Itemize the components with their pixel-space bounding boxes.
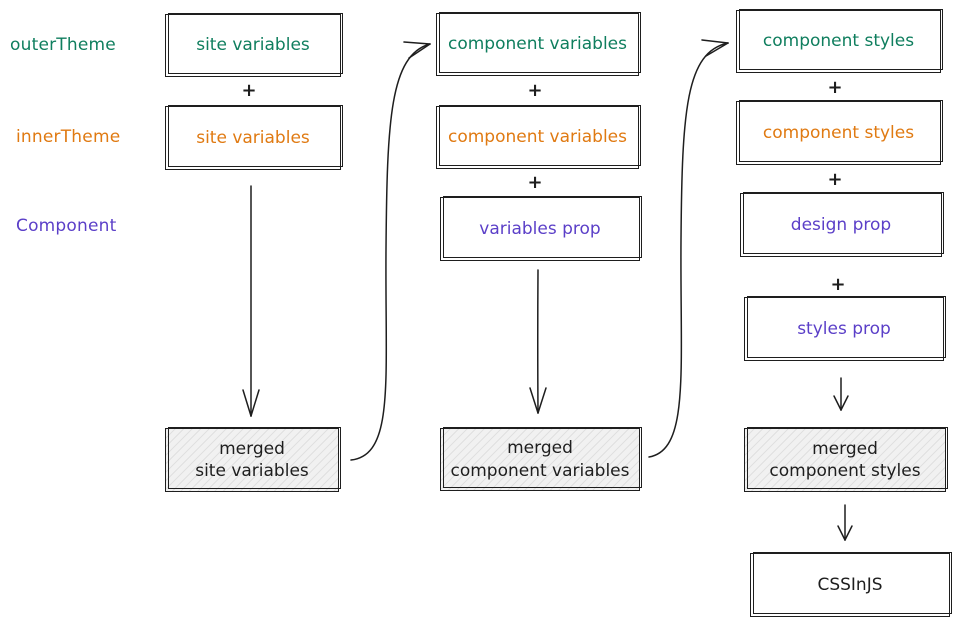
down-arrow [529, 269, 547, 414]
styles-prop-box: styles prop [744, 296, 946, 361]
merged-site-variables-text: merged site variables [195, 438, 309, 481]
design-prop-box: design prop [740, 192, 944, 257]
inner-component-variables-text: component variables [447, 127, 627, 148]
merged-component-styles-box: merged component styles [744, 427, 948, 492]
inner-component-styles-box: component styles [736, 100, 943, 165]
component-label: Component [16, 216, 117, 236]
inner-site-variables-text: site variables [196, 127, 310, 148]
plus-sign: + [527, 80, 543, 101]
merged-component-variables-box: merged component variables [440, 427, 642, 491]
plus-sign: + [527, 172, 543, 193]
variables-prop-box: variables prop [440, 196, 642, 261]
plus-sign: + [827, 77, 843, 98]
down-arrow [242, 185, 260, 417]
inner-site-variables-box: site variables [165, 105, 343, 170]
outer-component-styles-box: component styles [736, 9, 943, 73]
plus-sign: + [241, 80, 257, 101]
outer-component-styles-text: component styles [762, 31, 915, 52]
design-prop-text: design prop [790, 214, 892, 235]
outer-site-variables-box: site variables [165, 13, 343, 77]
outer-theme-label: outerTheme [10, 35, 116, 55]
inner-component-variables-box: component variables [436, 105, 641, 169]
merged-component-styles-text: merged component styles [769, 438, 921, 481]
css-in-js-box: CSSInJS [750, 552, 952, 617]
curved-arrow [350, 41, 431, 461]
styles-prop-text: styles prop [797, 318, 891, 339]
outer-component-variables-text: component variables [447, 34, 627, 55]
curved-arrow [648, 39, 729, 458]
outer-component-variables-box: component variables [436, 12, 641, 76]
plus-sign: + [830, 274, 846, 295]
plus-sign: + [827, 169, 843, 190]
css-in-js-text: CSSInJS [817, 574, 883, 595]
down-arrow [833, 377, 849, 411]
merged-component-variables-text: merged component variables [450, 438, 630, 481]
outer-site-variables-text: site variables [196, 35, 310, 56]
down-arrow [837, 504, 853, 541]
merged-site-variables-box: merged site variables [165, 427, 341, 492]
inner-component-styles-text: component styles [762, 122, 915, 143]
variables-prop-text: variables prop [479, 218, 601, 239]
inner-theme-label: innerTheme [16, 127, 121, 147]
